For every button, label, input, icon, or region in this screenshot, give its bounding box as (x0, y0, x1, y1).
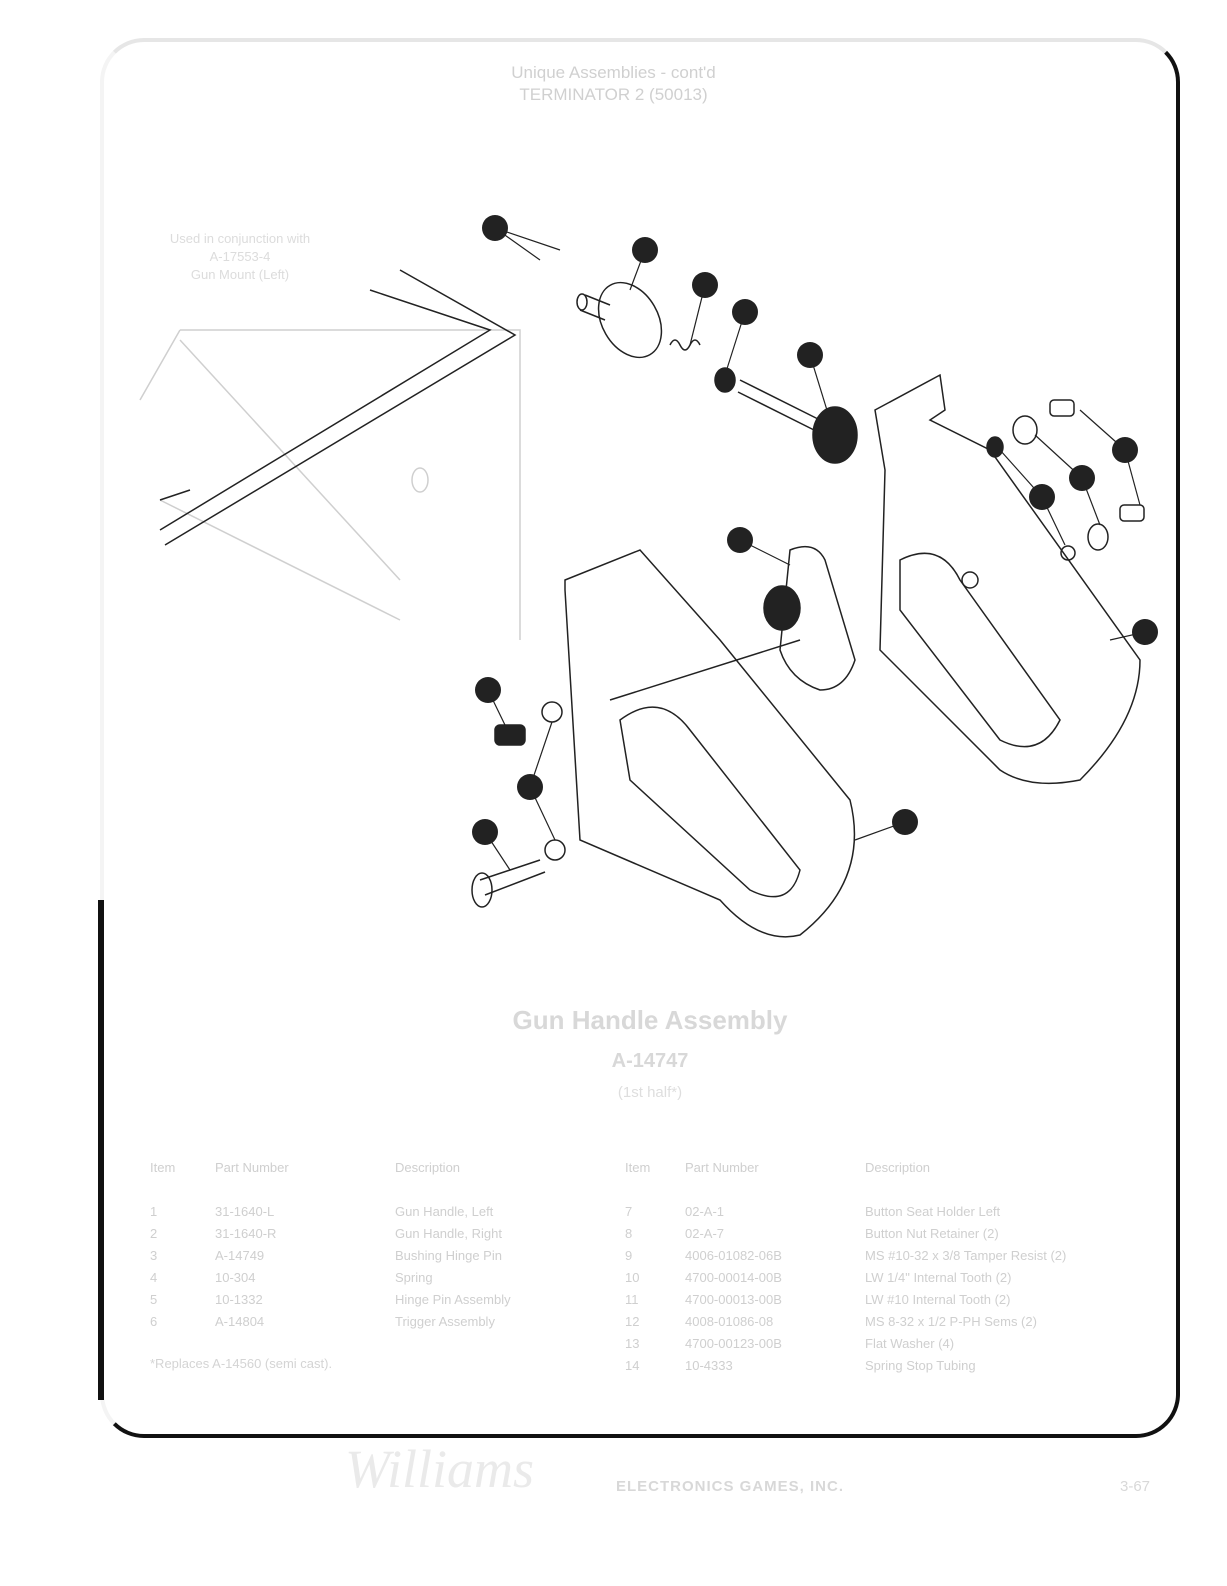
cell-desc: LW 1/4" Internal Tooth (2) (865, 1269, 1012, 1285)
cell-item: 7 (625, 1203, 633, 1219)
cell-desc: LW #10 Internal Tooth (2) (865, 1291, 1011, 1307)
cell-part: 4006-01082-06B (685, 1247, 782, 1263)
cell-part: 10-304 (215, 1269, 256, 1285)
bushing-hinge-pin (576, 281, 663, 359)
header-line2: TERMINATOR 2 (50013) (519, 85, 708, 104)
mount-note: Used in conjunction with A-17553-4 Gun M… (140, 230, 340, 284)
mount-note-line3: Gun Mount (Left) (190, 267, 290, 282)
cell-desc: Spring (395, 1269, 433, 1285)
exploded-diagram (139, 215, 1158, 938)
table-row: 13 4700-00123-00B Flat Washer (4) (625, 1332, 1066, 1354)
cell-part: 4700-00123-00B (685, 1335, 782, 1351)
cell-part: 4700-00013-00B (685, 1291, 782, 1307)
table-row: 9 4006-01082-06B MS #10-32 x 3/8 Tamper Re… (625, 1244, 1066, 1266)
table-row: 8 02-A-7 Button Nut Retainer (2) (625, 1222, 1066, 1244)
cell-item: 1 (150, 1203, 158, 1219)
col-desc: Description (395, 1160, 461, 1175)
hinge-pin (714, 367, 858, 464)
screws-washers (471, 399, 1145, 908)
cell-item: 4 (150, 1269, 158, 1285)
cell-item: 11 (625, 1291, 639, 1307)
table-row: 1 31-1640-L Gun Handle, Left (150, 1200, 511, 1222)
assembly-subtitle: (1st half*) (617, 1084, 683, 1101)
table-row: 7 02-A-1 Button Seat Holder Left (625, 1200, 1066, 1222)
cell-desc: MS 8-32 x 1/2 P-PH Sems (2) (865, 1313, 1037, 1329)
cell-part: 31-1640-L (215, 1203, 275, 1219)
cell-part: 10-1332 (215, 1291, 263, 1307)
replacement-note: *Replaces A-14560 (semi cast). (150, 1356, 333, 1371)
cell-desc: Bushing Hinge Pin (395, 1247, 502, 1263)
page-number: 3-67 (1120, 1478, 1151, 1495)
spring (669, 339, 701, 351)
table-row: 6 A-14804 Trigger Assembly (150, 1310, 511, 1332)
col-part: Part Number (215, 1160, 289, 1175)
table-row: 4 10-304 Spring (150, 1266, 511, 1288)
company-name: ELECTRONICS GAMES, INC. (616, 1478, 845, 1495)
cell-part: 02-A-1 (685, 1203, 725, 1219)
cell-item: 12 (625, 1313, 640, 1329)
table-row: 12 4008-01086-08 MS 8-32 x 1/2 P-PH Sems (… (625, 1310, 1066, 1332)
cell-part: 4700-00014-00B (685, 1269, 782, 1285)
gun-mount-rails (159, 269, 517, 546)
cell-desc: MS #10-32 x 3/8 Tamper Resist (2) (865, 1247, 1067, 1263)
page-border (100, 38, 1180, 1438)
cell-item: 10 (625, 1269, 640, 1285)
parts-table-left: Item Part Number Description 1 31-1640-L G… (150, 1160, 511, 1332)
cell-part: 10-4333 (685, 1357, 733, 1373)
col-desc: Description (865, 1160, 931, 1175)
col-item: Item (150, 1160, 176, 1175)
cell-item: 3 (150, 1247, 158, 1263)
table-row: 10 4700-00014-00B LW 1/4" Internal Tooth (… (625, 1266, 1066, 1288)
table-header: Item Part Number Description (625, 1160, 1066, 1200)
cell-item: 9 (625, 1247, 633, 1263)
cell-desc: Button Seat Holder Left (865, 1203, 1001, 1219)
williams-logo: Williams (345, 1439, 535, 1499)
cell-desc: Gun Handle, Right (395, 1225, 502, 1241)
page-border-left (98, 900, 104, 1400)
table-row: 2 31-1640-R Gun Handle, Right (150, 1222, 511, 1244)
gun-handle-right (874, 373, 1141, 785)
cell-desc: Spring Stop Tubing (865, 1357, 976, 1373)
cell-desc: Hinge Pin Assembly (395, 1291, 511, 1307)
cell-desc: Flat Washer (4) (865, 1335, 955, 1351)
cell-part: A-14804 (215, 1313, 265, 1329)
mount-note-line2: A-17553-4 (209, 249, 271, 264)
assembly-part-number: A-14747 (611, 1050, 689, 1072)
table-header: Item Part Number Description (150, 1160, 511, 1200)
table-row: 11 4700-00013-00B LW #10 Internal Tooth (2… (625, 1288, 1066, 1310)
table-row: 5 10-1332 Hinge Pin Assembly (150, 1288, 511, 1310)
cell-item: 5 (150, 1291, 158, 1307)
assembly-title: Gun Handle Assembly (512, 1005, 788, 1035)
cell-desc: Gun Handle, Left (395, 1203, 494, 1219)
header-line1: Unique Assemblies - cont'd (511, 63, 716, 82)
cell-part: 4008-01086-08 (685, 1313, 774, 1329)
cell-item: 8 (625, 1225, 633, 1241)
col-part: Part Number (685, 1160, 759, 1175)
col-item: Item (625, 1160, 651, 1175)
trigger-assembly (763, 545, 856, 691)
cell-item: 2 (150, 1225, 158, 1241)
cell-item: 13 (625, 1335, 640, 1351)
table-row: 3 A-14749 Bushing Hinge Pin (150, 1244, 511, 1266)
cell-part: 31-1640-R (215, 1225, 277, 1241)
mount-note-line1: Used in conjunction with (169, 231, 311, 246)
cell-desc: Button Nut Retainer (2) (865, 1225, 999, 1241)
page-header: Unique Assemblies - cont'd TERMINATOR 2 … (0, 62, 1227, 106)
cell-part: 02-A-7 (685, 1225, 725, 1241)
cell-item: 14 (625, 1357, 640, 1373)
cell-part: A-14749 (215, 1247, 265, 1263)
gun-handle-left (564, 549, 856, 938)
cell-desc: Trigger Assembly (395, 1313, 495, 1329)
gun-mount-bracket (139, 329, 521, 640)
cell-item: 6 (150, 1313, 158, 1329)
callout-dots (472, 215, 1158, 845)
table-row: 14 10-4333 Spring Stop Tubing (625, 1354, 1066, 1376)
